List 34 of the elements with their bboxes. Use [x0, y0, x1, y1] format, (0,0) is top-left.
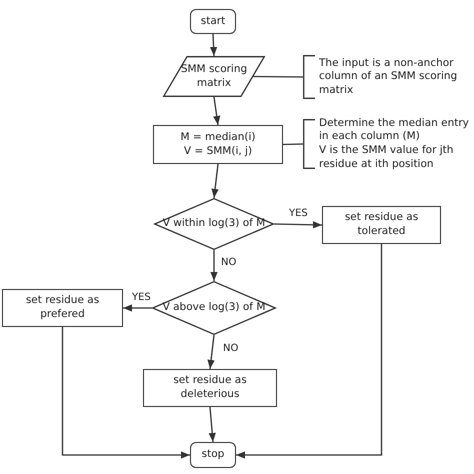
arrow — [210, 250, 218, 281]
note-text: The input is a non-anchor column of an SMM scoring matrix — [319, 56, 458, 98]
terminal-box — [190, 442, 236, 468]
process-box — [2, 289, 123, 327]
node-label: set residue as deleterious — [172, 374, 248, 402]
process-box — [143, 369, 277, 407]
leader-line — [282, 143, 304, 146]
arrow — [207, 334, 215, 370]
arrow — [123, 304, 152, 312]
leader-line — [253, 76, 303, 78]
node-label: start — [200, 14, 226, 28]
arrow — [213, 96, 220, 126]
terminal-box — [190, 9, 236, 34]
node-label: set residue as prefered — [24, 294, 100, 322]
arrow — [62, 327, 190, 459]
node-label: set residue as tolerated — [344, 211, 420, 239]
arrow — [211, 164, 219, 198]
note-text: V is the SMM value for jth residue at ith position — [319, 144, 454, 172]
process-box — [322, 206, 441, 244]
node-label: V within log(3) of M — [162, 217, 266, 231]
node-label: V above log(3) of M — [162, 301, 266, 315]
arrow — [208, 406, 216, 442]
arrow — [236, 244, 382, 459]
decision-diamond — [152, 281, 276, 335]
arrow — [210, 34, 218, 56]
note-text: Determine the median entry in each column (M) — [319, 116, 470, 144]
arrow — [274, 221, 322, 228]
node-label: SMM scoring matrix — [180, 62, 248, 90]
process-box — [153, 125, 283, 164]
input-parallelogram — [163, 56, 265, 97]
decision-diamond — [154, 198, 274, 250]
node-label: V = SMM(i, j) — [184, 144, 252, 158]
node-label: M = median(i) — [180, 130, 256, 144]
node-label: stop — [202, 448, 224, 462]
